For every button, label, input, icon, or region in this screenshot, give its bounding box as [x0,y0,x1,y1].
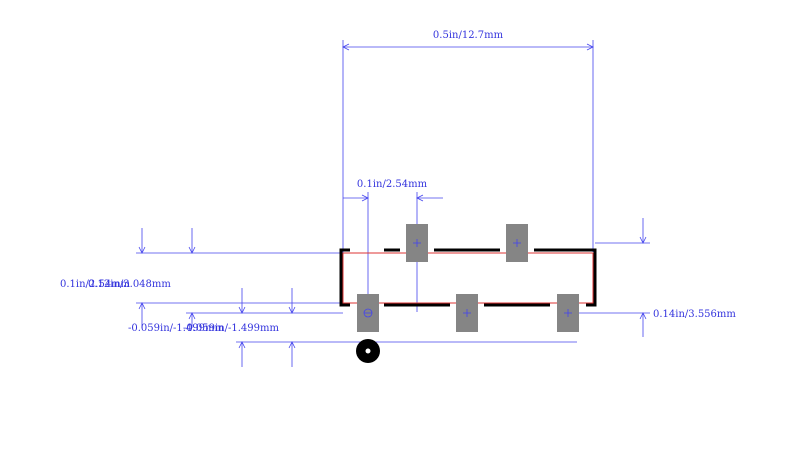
left-height-label-b: 0.12in/3.048mm [88,279,171,290]
bottom-offset-label-b: -0.059in/-1.499mm [183,323,280,334]
left-height-dimension: 0.1in/2.54mm 0.12in/3.048mm [60,228,343,328]
silkscreen-outline [339,248,597,307]
pitch-label: 0.1in/2.54mm [357,179,428,190]
right-offset-dimension: 0.14in/3.556mm [577,218,736,337]
right-offset-label: 0.14in/3.556mm [653,309,736,320]
pad-center-markers [363,239,572,318]
overall-width-label: 0.5in/12.7mm [433,30,504,41]
pin1-indicator-icon [356,339,380,363]
bottom-offset-dimension: -0.059in/-1.499mm -0.059in/-1.499mm [128,288,577,367]
left-height-label-a: 0.1in/2.54mm [60,279,131,290]
bottom-offset-label-a: -0.059in/-1.499mm [128,323,225,334]
overall-width-dimension: 0.5in/12.7mm [342,30,594,304]
pads [357,224,579,332]
